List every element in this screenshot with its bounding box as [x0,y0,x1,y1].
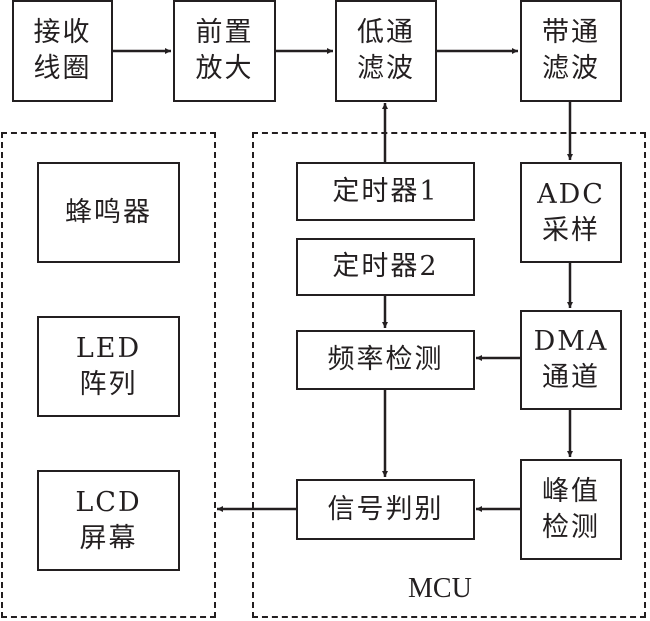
receive-coil-box: 接收 线圈 [12,0,113,102]
lcd-line2: 屏幕 [79,522,138,554]
peak-line1: 峰值 [542,475,600,507]
signal-judge-label: 信号判别 [327,493,444,525]
mcu-label: MCU [408,573,472,604]
signal-judge-box: 信号判别 [296,479,475,540]
buzzer-label: 蜂鸣器 [65,196,152,228]
peak-detect-box: 峰值 检测 [520,459,622,560]
preamp-line2: 放大 [195,53,254,84]
bandpass-filter-box: 带通 滤波 [520,0,622,102]
frequency-detect-label: 频率检测 [327,344,444,375]
dma-line1: DMA [533,326,609,357]
timer1-label: 定时器1 [332,175,439,207]
lowpass-line1: 低通 [357,17,415,48]
buzzer-box: 蜂鸣器 [37,162,180,263]
led-array-box: LED 阵列 [37,316,180,417]
receive-coil-line1: 接收 [33,17,92,48]
lcd-line1: LCD [75,486,142,518]
dma-line2: 通道 [542,362,600,393]
bandpass-line2: 滤波 [542,53,600,84]
led-line2: 阵列 [79,368,138,400]
adc-line2: 采样 [542,214,600,246]
output-group-dashed-box [1,132,216,618]
lcd-screen-box: LCD 屏幕 [37,470,180,571]
dma-channel-box: DMA 通道 [520,310,622,410]
led-line1: LED [75,332,142,364]
receive-coil-line2: 线圈 [33,53,92,84]
bandpass-line1: 带通 [542,17,600,48]
mcu-dashed-box [252,132,646,618]
peak-line2: 检测 [542,511,600,543]
preamp-box: 前置 放大 [173,0,276,102]
timer1-box: 定时器1 [296,162,475,221]
frequency-detect-box: 频率检测 [296,330,475,390]
adc-line1: ADC [537,178,605,210]
timer2-box: 定时器2 [296,238,475,296]
lowpass-line2: 滤波 [357,53,415,84]
adc-sampling-box: ADC 采样 [520,162,622,263]
lowpass-filter-box: 低通 滤波 [335,0,437,102]
preamp-line1: 前置 [195,17,254,48]
timer2-label: 定时器2 [332,251,439,282]
